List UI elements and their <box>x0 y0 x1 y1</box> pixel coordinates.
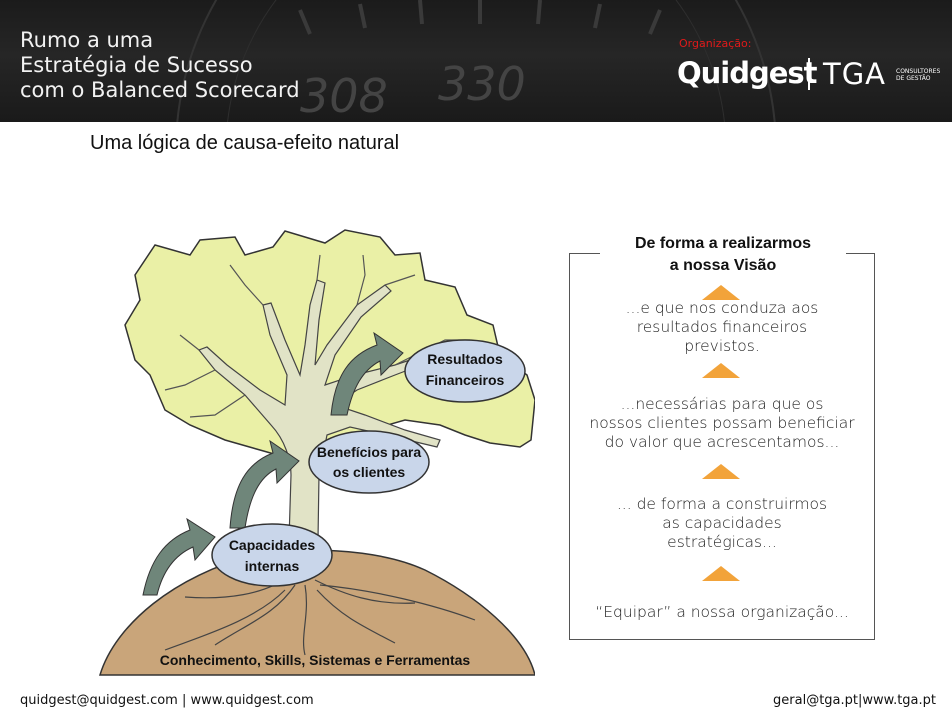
financial-results-ellipse <box>404 339 526 403</box>
vision-block-4-line-1: “Equipar” a nossa organização... <box>595 603 849 621</box>
growth-arrow-1 <box>142 517 216 596</box>
vision-block-1-line-3: previstos. <box>684 337 760 355</box>
vision-block-1-line-1: ...e que nos conduza aos <box>625 299 819 317</box>
vision-title-line-1: De forma a realizarmos <box>634 235 812 252</box>
tga-logo-subtitle: CONSULTORES DE GESTÃO <box>896 68 940 82</box>
page-title: Uma lógica de causa-efeito natural <box>90 132 400 154</box>
vision-block-3-line-1: ... de forma a construirmos <box>616 495 828 513</box>
vision-title-line-2: a nossa Visão <box>669 257 777 274</box>
internal-capabilities-label-2: internas <box>245 558 300 574</box>
cause-effect-tree-diagram: Resultados Financeiros Benefícios para o… <box>98 229 535 676</box>
ground-label: Conhecimento, Skills, Sistemas e Ferrame… <box>160 652 471 668</box>
footer-tga-contact: geral@tga.pt|www.tga.pt <box>773 693 936 708</box>
vision-block-1-line-2: resultados financeiros <box>636 318 808 336</box>
vision-block-3-line-2: as capacidades <box>662 514 782 532</box>
footer-quidgest-contact: quidgest@quidgest.com | www.quidgest.com <box>20 693 314 708</box>
bg-number-2: 330 <box>438 57 526 111</box>
organization-label: Organização: <box>679 37 752 50</box>
tga-logo: TGA <box>823 57 887 91</box>
vision-block-3: ... de forma a construirmos as capacidad… <box>573 495 871 552</box>
vision-block-2-line-3: do valor que acrescentamos... <box>604 433 840 451</box>
client-benefits-ellipse <box>308 430 430 494</box>
growth-arrow-2 <box>229 439 300 529</box>
up-arrow-triangle-1 <box>702 285 740 300</box>
vision-block-4: “Equipar” a nossa organização... <box>573 603 871 622</box>
presentation-title: Rumo a uma Estratégia de Sucesso com o B… <box>20 28 300 103</box>
vision-block-2: ...necessárias para que os nossos client… <box>573 395 871 452</box>
tga-sub-line-1: CONSULTORES <box>896 68 941 75</box>
vision-block-2-line-2: nossos clientes possam beneficiar <box>589 414 855 432</box>
internal-capabilities-ellipse <box>211 523 333 587</box>
vision-block-3-line-3: estratégicas... <box>667 533 777 551</box>
internal-capabilities-label-1: Capacidades <box>229 537 316 553</box>
speedometer-background: 308 330 <box>176 0 776 122</box>
up-arrow-triangle-2 <box>702 363 740 378</box>
vision-title: De forma a realizarmos a nossa Visão <box>600 233 846 277</box>
vision-block-2-line-1: ...necessárias para que os <box>620 395 824 413</box>
vision-block-1: ...e que nos conduza aos resultados fina… <box>573 299 871 356</box>
tga-sub-line-2: DE GESTÃO <box>896 75 931 82</box>
title-line-2: Estratégia de Sucesso <box>20 53 253 77</box>
title-line-3: com o Balanced Scorecard <box>20 78 300 102</box>
title-line-1: Rumo a uma <box>20 28 154 52</box>
quidgest-logo: Quidgest <box>677 56 818 90</box>
client-benefits-label-2: os clientes <box>333 464 406 480</box>
financial-results-label-1: Resultados <box>427 351 503 367</box>
client-benefits-label-1: Benefícios para <box>317 444 421 460</box>
header-banner: 308 330 Rumo a uma Estratégia de Sucesso… <box>0 0 952 122</box>
growth-arrow-3 <box>330 331 404 416</box>
up-arrow-triangle-4 <box>702 566 740 581</box>
up-arrow-triangle-3 <box>702 464 740 479</box>
financial-results-label-2: Financeiros <box>426 372 505 388</box>
logo-divider <box>808 58 810 90</box>
bg-number-1: 308 <box>300 69 388 122</box>
